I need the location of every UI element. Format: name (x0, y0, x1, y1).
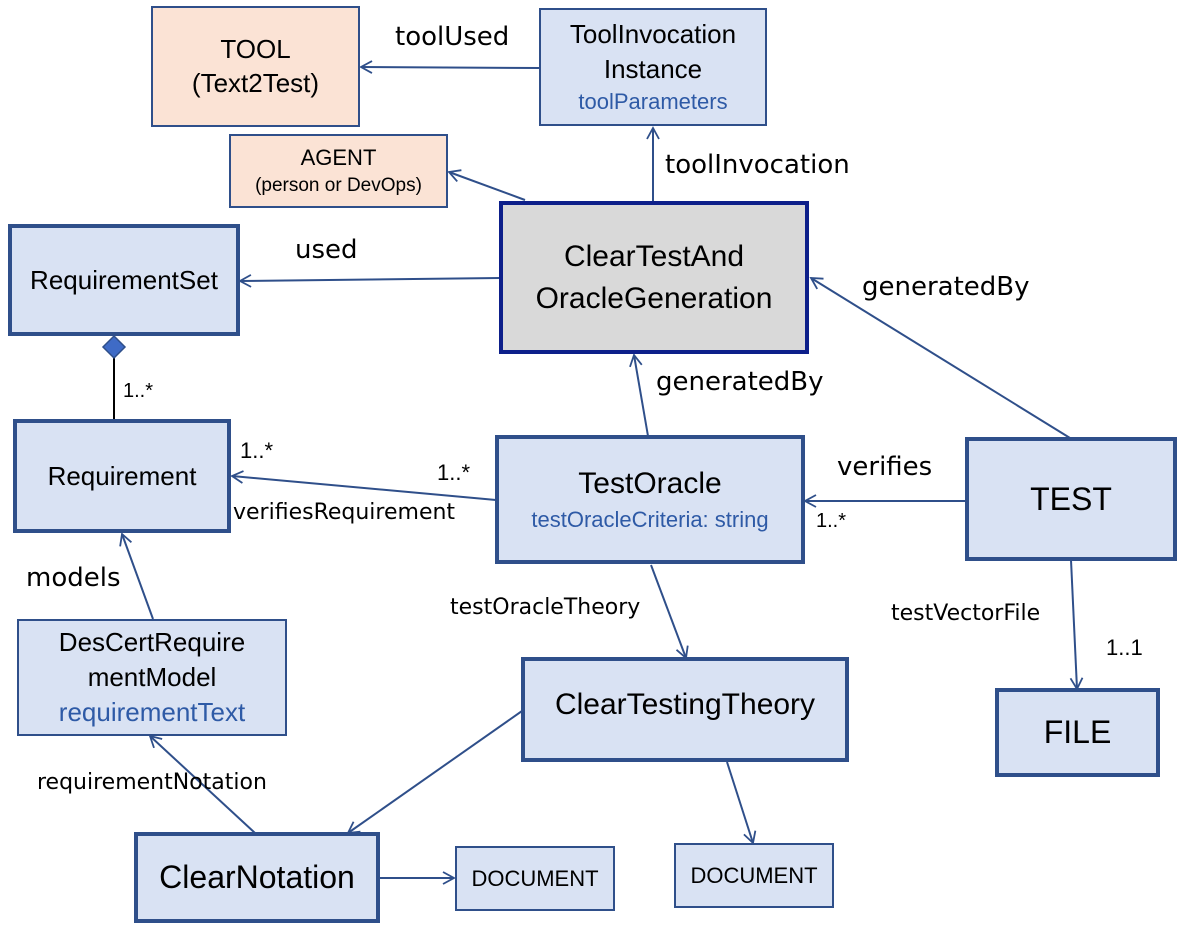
tool-invocation-title-2: Instance (603, 54, 703, 85)
clear-testing-theory-title: ClearTestingTheory (554, 688, 816, 721)
descert-model-node: DesCertRequire mentModel requirementText (17, 619, 287, 736)
label-generated-by-test: generatedBy (862, 272, 1030, 302)
clear-notation-node: ClearNotation (134, 832, 380, 923)
label-test-vector-file: testVectorFile (891, 601, 1041, 626)
document-1-title: DOCUMENT (471, 865, 599, 891)
edge-theory-document (726, 761, 757, 845)
tool-title: TOOL (220, 33, 291, 64)
edge-verifies-requirement (230, 470, 497, 501)
edge-generated-by-oracle (629, 353, 649, 437)
label-verifies: verifies (837, 452, 933, 482)
requirement-set-title: RequirementSet (30, 264, 218, 295)
label-used: used (295, 235, 358, 265)
clear-testing-theory-node: ClearTestingTheory (521, 657, 849, 762)
label-composition-multiplicity: 1..* (123, 380, 154, 402)
agent-subtitle: (person or DevOps) (255, 175, 422, 197)
clear-test-generation-title-2: OracleGeneration (535, 281, 773, 315)
edge-agent (447, 169, 526, 201)
document-2-title: DOCUMENT (690, 862, 818, 888)
requirement-set-node: RequirementSet (8, 224, 240, 336)
label-verifies-multiplicity: 1..* (816, 510, 847, 532)
label-test-oracle-theory: testOracleTheory (450, 595, 641, 620)
test-oracle-node: TestOracle testOracleCriteria: string (495, 435, 805, 564)
label-verifies-requirement: verifiesRequirement (233, 500, 456, 525)
document-node-2: DOCUMENT (674, 843, 834, 908)
agent-title: AGENT (300, 145, 377, 171)
tool-node: TOOL (Text2Test) (151, 6, 360, 127)
composition-diamond (101, 334, 127, 360)
edge-theory-notation (346, 710, 523, 835)
file-title: FILE (1043, 714, 1112, 750)
test-title: TEST (1030, 480, 1112, 517)
clear-notation-title: ClearNotation (159, 859, 355, 895)
test-oracle-criteria-attr: testOracleCriteria: string (531, 507, 769, 533)
agent-node: AGENT (person or DevOps) (229, 134, 448, 208)
tool-subtitle: (Text2Test) (191, 67, 320, 98)
tool-parameters-attr: toolParameters (578, 89, 728, 115)
label-file-multiplicity: 1..1 (1106, 635, 1143, 660)
edge-used (238, 274, 501, 288)
file-node: FILE (995, 688, 1160, 777)
tool-invocation-node: ToolInvocation Instance toolParameters (539, 8, 767, 126)
clear-test-generation-node: ClearTestAnd OracleGeneration (499, 201, 809, 354)
descert-model-title-1: DesCertRequire (58, 626, 246, 657)
label-models: models (26, 563, 121, 593)
requirement-title: Requirement (47, 460, 197, 491)
edge-requirement-notation (148, 734, 256, 834)
edge-generated-by-test (809, 277, 1071, 439)
test-oracle-title: TestOracle (578, 467, 722, 501)
test-node: TEST (965, 437, 1177, 561)
label-requirement-multiplicity-right: 1..* (437, 460, 471, 485)
label-tool-used: toolUsed (395, 22, 510, 52)
edge-test-vector-file (1069, 559, 1084, 691)
descert-model-title-2: mentModel (87, 661, 217, 692)
tool-invocation-title-1: ToolInvocation (569, 19, 737, 50)
requirement-text-attr: requirementText (58, 697, 246, 728)
edge-tool-used (359, 60, 541, 74)
label-requirement-notation: requirementNotation (37, 770, 267, 795)
label-generated-by-oracle: generatedBy (656, 367, 824, 397)
clear-test-generation-title-1: ClearTestAnd (563, 239, 745, 273)
label-requirement-multiplicity-left: 1..* (240, 438, 274, 463)
requirement-node: Requirement (13, 419, 231, 533)
edge-test-oracle-theory (650, 564, 689, 660)
edge-models (119, 532, 154, 620)
label-tool-invocation: toolInvocation (665, 150, 850, 180)
document-node-1: DOCUMENT (455, 846, 615, 911)
